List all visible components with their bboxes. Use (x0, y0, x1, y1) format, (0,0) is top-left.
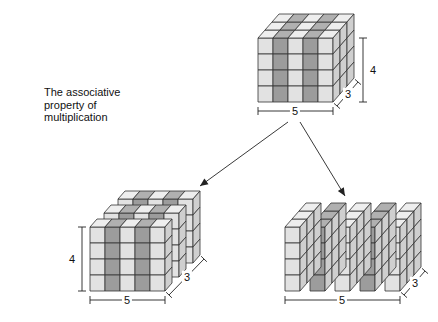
dimension-line (169, 259, 204, 295)
dimension-tick (401, 292, 407, 297)
cube-front-face (288, 54, 303, 70)
cube-front-face (288, 38, 303, 54)
cube-front-face (135, 227, 150, 243)
cube-front-face (135, 259, 150, 275)
cube-front-face (150, 243, 165, 259)
cube-front-face (90, 259, 105, 275)
cube-side-face (314, 251, 321, 275)
cube-side-face (193, 239, 200, 263)
cube-front-face (105, 275, 120, 291)
dimension-label: 5 (337, 294, 347, 307)
arrow-head (338, 187, 345, 196)
cube-side-face (350, 267, 357, 291)
dimension-line (404, 271, 425, 295)
dimension-tick (359, 38, 367, 39)
dimension-label: 5 (290, 105, 300, 118)
cube-side-face (414, 251, 421, 275)
cube-front-face (285, 259, 300, 275)
cube-side-face (364, 251, 371, 275)
dimension-label: 3 (343, 88, 353, 101)
cube-front-face (273, 70, 288, 86)
cube-front-face (273, 54, 288, 70)
cube-side-face (382, 259, 389, 283)
cube-front-face (303, 70, 318, 86)
dimension-label: 3 (182, 271, 192, 284)
cube-front-face (120, 227, 135, 243)
cube-side-face (300, 267, 307, 291)
cube-front-face (303, 54, 318, 70)
cube-side-face (357, 259, 364, 283)
cube-front-face (90, 275, 105, 291)
dimension-tick (334, 103, 340, 108)
dimension-line (337, 82, 358, 106)
cube-front-face (285, 243, 300, 259)
cube-side-face (400, 267, 407, 291)
cube-front-face (318, 70, 333, 86)
dimension-label: 5 (122, 294, 132, 307)
cube-side-face (347, 62, 354, 86)
cube-front-face (273, 38, 288, 54)
cube-front-face (105, 259, 120, 275)
cube-side-face (307, 259, 314, 283)
cube-side-face (389, 251, 396, 275)
cube-front-face (120, 275, 135, 291)
cube-front-face (105, 227, 120, 243)
dimension-label: 4 (368, 64, 378, 77)
cube-side-face (332, 259, 339, 283)
dimension-label: 3 (410, 277, 420, 290)
dimension-tick (359, 102, 367, 103)
dimension-tick (285, 296, 286, 304)
cube-front-face (258, 38, 273, 54)
dimension-tick (422, 268, 428, 273)
cube-side-face (375, 267, 382, 291)
cube-front-face (135, 275, 150, 291)
cube-side-face (333, 78, 340, 102)
dimension-line (82, 227, 83, 291)
cube-front-face (90, 243, 105, 259)
dimension-tick (355, 79, 361, 84)
cube-front-face (258, 86, 273, 102)
cube-front-face (150, 227, 165, 243)
cube-front-face (120, 243, 135, 259)
dimension-line (363, 38, 364, 102)
dimension-tick (166, 292, 172, 298)
cube-front-face (258, 70, 273, 86)
cube-front-face (273, 86, 288, 102)
dimension-label: 4 (67, 253, 77, 266)
dimension-tick (201, 256, 207, 262)
cube-front-face (303, 86, 318, 102)
cube-front-face (318, 38, 333, 54)
dimension-tick (165, 296, 166, 304)
caption-label: The associative property of multiplicati… (44, 86, 140, 124)
cube-front-face (318, 54, 333, 70)
cube-front-face (318, 86, 333, 102)
cube-side-face (165, 267, 172, 291)
cube-front-face (285, 275, 300, 291)
cube-front-face (150, 259, 165, 275)
cube-front-face (285, 227, 300, 243)
cube-front-face (288, 86, 303, 102)
cube-front-face (258, 54, 273, 70)
cube-side-face (325, 267, 332, 291)
dimension-tick (78, 227, 86, 228)
cube-front-face (105, 243, 120, 259)
cube-front-face (135, 243, 150, 259)
cube-front-face (120, 259, 135, 275)
dimension-tick (333, 107, 334, 115)
cube-front-face (90, 227, 105, 243)
arrow-head (200, 178, 209, 186)
arrow-line (200, 122, 288, 186)
dimension-tick (90, 296, 91, 304)
cube-side-face (339, 251, 346, 275)
dimension-tick (78, 291, 86, 292)
arrow-line (300, 122, 345, 196)
dimension-tick (258, 107, 259, 115)
cube-front-face (150, 275, 165, 291)
dimension-tick (400, 296, 401, 304)
cube-front-face (288, 70, 303, 86)
cube-front-face (303, 38, 318, 54)
